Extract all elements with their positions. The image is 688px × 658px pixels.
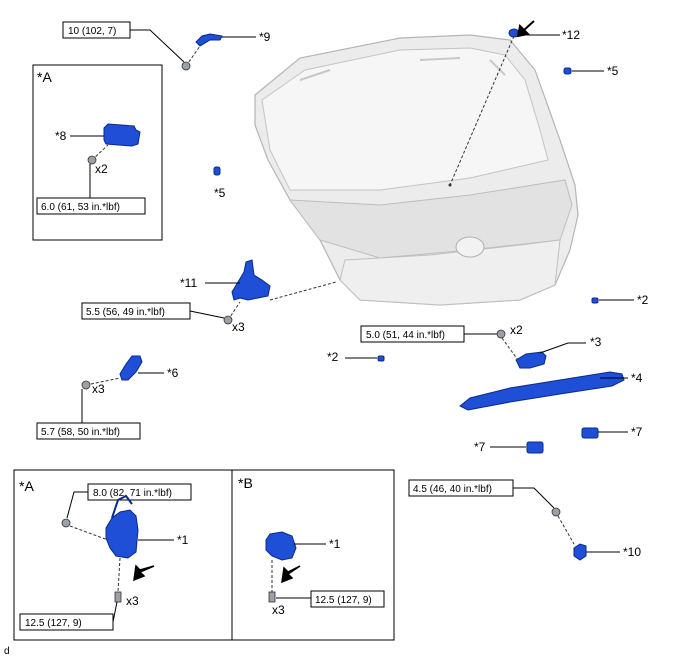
part-1-lock-b <box>265 531 297 561</box>
bolt-6 <box>81 380 91 390</box>
qty-3: x2 <box>510 323 523 337</box>
part-8-module <box>103 123 141 147</box>
callout-4: *4 <box>631 371 643 385</box>
bolt-3 <box>496 329 506 339</box>
part-2-left <box>377 355 385 362</box>
qty-8: x2 <box>95 162 108 176</box>
callout-5-left: *5 <box>214 186 226 200</box>
direction-arrow-12 <box>516 20 535 38</box>
callout-6: *6 <box>167 366 179 380</box>
bolt-8 <box>87 155 97 165</box>
part-5-right <box>563 67 572 75</box>
callout-5-right: *5 <box>607 64 619 78</box>
torque-box-1a-bolt <box>19 613 114 631</box>
qty-1b: x3 <box>272 603 285 617</box>
part-4-garnish <box>459 371 625 411</box>
callout-2-right: *2 <box>637 293 649 307</box>
part-7-right <box>581 427 599 439</box>
torque-box-11 <box>81 302 191 320</box>
part-9-bracket <box>195 33 223 47</box>
direction-arrow-1a <box>133 564 155 582</box>
torque-1a: 8.0 (82, 71 in.*lbf) <box>93 488 172 499</box>
torque-box-8 <box>36 197 146 215</box>
view-label-b-bottom: *B <box>238 475 253 491</box>
qty-1a: x3 <box>126 594 139 608</box>
callout-3: *3 <box>590 335 602 349</box>
part-1-lock-a <box>105 494 139 559</box>
bolt-1b-lower <box>268 591 276 603</box>
callout-10: *10 <box>623 545 641 559</box>
view-label-a-top: *A <box>37 69 52 85</box>
part-2-right <box>591 297 599 304</box>
qty-6: x3 <box>92 382 105 396</box>
view-label-a-bottom: *A <box>19 478 34 494</box>
torque-box-1b-bolt <box>310 590 385 608</box>
torque-3: 5.0 (51, 44 in.*lbf) <box>366 330 445 341</box>
bolt-9 <box>181 61 191 71</box>
torque-6: 5.7 (58, 50 in.*lbf) <box>41 427 120 438</box>
torque-9: 10 (102, 7) <box>68 26 116 37</box>
part-10-actuator <box>573 543 587 561</box>
callout-7-right: *7 <box>631 425 643 439</box>
bolt-1a-lower <box>114 591 122 603</box>
inset-b-bottom <box>231 469 395 641</box>
callout-7-left: *7 <box>474 440 486 454</box>
qty-11: x3 <box>232 320 245 334</box>
torque-8: 6.0 (61, 53 in.*lbf) <box>41 202 120 213</box>
torque-11: 5.5 (56, 49 in.*lbf) <box>86 307 165 318</box>
callout-2-left: *2 <box>327 350 339 364</box>
torque-10: 4.5 (46, 40 in.*lbf) <box>413 484 492 495</box>
torque-1a-bolt: 12.5 (127, 9) <box>25 618 82 629</box>
bolt-1a <box>61 518 71 528</box>
bolt-11 <box>223 315 233 325</box>
bolt-10 <box>551 507 561 517</box>
figure-corner-mark: d <box>4 646 10 657</box>
part-5-left <box>213 166 221 176</box>
callout-12: *12 <box>562 28 580 42</box>
callout-11: *11 <box>180 276 197 290</box>
part-3-switch <box>515 351 547 369</box>
back-door-panel <box>254 34 579 306</box>
callout-1-a: *1 <box>177 533 189 547</box>
part-6-bracket <box>119 355 143 381</box>
callout-1-b: *1 <box>329 537 341 551</box>
direction-arrow-1b <box>281 565 301 584</box>
callout-9: *9 <box>259 30 271 44</box>
torque-1b-bolt: 12.5 (127, 9) <box>315 595 372 606</box>
torque-box-6 <box>36 422 141 440</box>
part-7-left <box>526 441 544 454</box>
callout-8: *8 <box>55 129 67 143</box>
inset-a-top <box>32 64 163 241</box>
part-11-bracket <box>231 259 271 301</box>
